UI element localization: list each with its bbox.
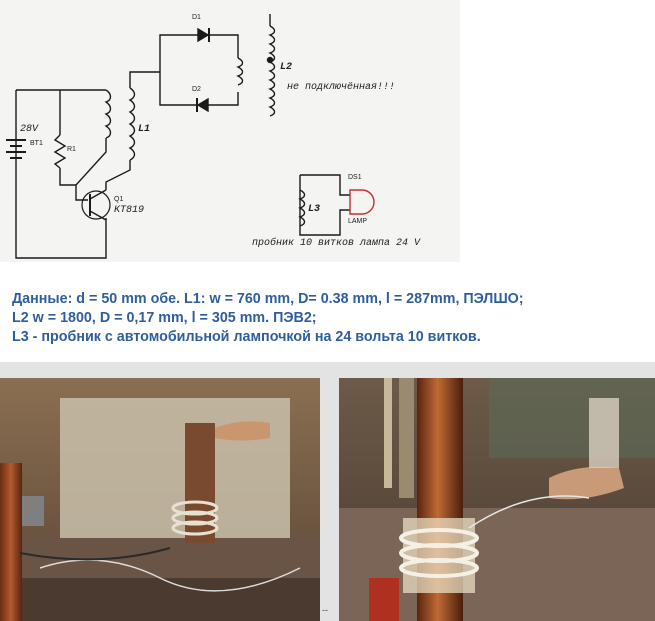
coil-l3 bbox=[298, 189, 306, 227]
transistor-ref-label: Q1 bbox=[114, 196, 124, 203]
wire-bottom-rail bbox=[15, 200, 107, 259]
coil3-label: L3 bbox=[308, 204, 321, 215]
schematic-drawing bbox=[6, 14, 375, 259]
battery-ref-label: BT1 bbox=[30, 140, 43, 147]
transistor-body bbox=[81, 190, 111, 220]
wire-l1-bottom bbox=[105, 160, 131, 190]
coil2-note: не подключённая!!! bbox=[287, 82, 396, 93]
circuit-schematic: 28V BT1 R1 D1 D2 Q1 KT819 L1 L2 не подкл… bbox=[0, 0, 460, 262]
diode1-ref-label: D1 bbox=[192, 14, 201, 21]
description-line-2: L2 w = 1800, D = 0,17 mm, l = 305 mm. ПЭ… bbox=[12, 310, 317, 326]
diode-d2-triangle bbox=[196, 97, 209, 113]
lamp-ref-label: DS1 bbox=[348, 174, 362, 181]
photo-right-image bbox=[339, 378, 655, 621]
wire-feedback-down bbox=[75, 138, 107, 201]
lamp-label: LAMP bbox=[348, 218, 368, 225]
wire-l1-top bbox=[129, 71, 160, 88]
wire-probe-top bbox=[300, 174, 350, 196]
winding-data-description: Данные: d = 50 mm обе. L1: w = 760 mm, D… bbox=[12, 290, 652, 347]
description-line-1: Данные: d = 50 mm обе. L1: w = 760 mm, D… bbox=[12, 291, 524, 307]
coil1-label: L1 bbox=[138, 124, 151, 135]
wire-resistor-bottom bbox=[59, 168, 76, 186]
coil-l1 bbox=[128, 87, 136, 161]
coil2-label: L2 bbox=[280, 62, 293, 73]
resistor-r1 bbox=[53, 134, 67, 169]
coil-l2-tap bbox=[266, 56, 274, 64]
photo-caption: -- bbox=[322, 605, 328, 615]
wire-probe-loop bbox=[299, 175, 350, 236]
coil-bridge bbox=[236, 57, 244, 86]
transistor-emitter bbox=[89, 210, 107, 221]
resistor-ref-label: R1 bbox=[67, 146, 76, 153]
coil-l2 bbox=[268, 25, 276, 117]
photo-left-workbench bbox=[0, 378, 320, 621]
battery-voltage-label: 28V bbox=[20, 124, 39, 135]
diode2-ref-label: D2 bbox=[192, 86, 201, 93]
photo-left-image bbox=[0, 378, 320, 621]
transistor-collector bbox=[89, 189, 107, 200]
coil-feedback bbox=[104, 89, 112, 139]
probe-note: пробник 10 витков лампа 24 V bbox=[252, 238, 421, 249]
photo-right-workbench bbox=[339, 378, 655, 621]
lamp-bulb bbox=[349, 189, 375, 215]
diode-d1-triangle bbox=[197, 27, 210, 43]
description-line-3: L3 - пробник с автомобильной лампочкой н… bbox=[12, 329, 481, 345]
transistor-part-label: KT819 bbox=[114, 205, 145, 216]
